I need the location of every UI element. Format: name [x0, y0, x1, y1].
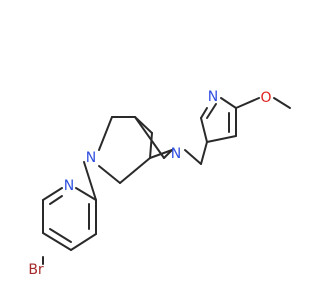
- bond: [98, 116, 113, 151]
- bond: [119, 157, 151, 184]
- atom-n-pyridine: N: [208, 89, 218, 105]
- bond: [98, 165, 121, 184]
- bond: [149, 149, 173, 159]
- bond: [134, 116, 165, 159]
- atom-br: Br: [28, 262, 44, 278]
- bond: [83, 161, 97, 201]
- bond: [206, 135, 237, 143]
- bond: [42, 232, 72, 251]
- bond: [220, 97, 237, 109]
- atom-n-amine: N: [171, 146, 181, 162]
- bond: [235, 97, 260, 109]
- bond: [75, 187, 97, 201]
- bond: [200, 117, 208, 143]
- bond: [149, 132, 153, 159]
- diazabicyclo-cage: [98, 116, 173, 184]
- bond: [273, 97, 291, 109]
- atom-o: O: [260, 90, 271, 106]
- bond: [42, 187, 63, 201]
- bond: [200, 107, 208, 119]
- structure-canvas: Br N N N N O: [28, 89, 291, 278]
- molecule-structure: Br N N N N O: [28, 89, 291, 278]
- atom-n-pyridine: N: [64, 178, 74, 194]
- atom-n-amine: N: [86, 150, 96, 166]
- bond: [49, 228, 72, 243]
- bond: [184, 149, 202, 165]
- bond: [206, 103, 217, 119]
- bond: [200, 141, 208, 165]
- bond: [70, 233, 97, 251]
- bromopyridine-ring: [42, 187, 97, 265]
- methoxypyridine-ring: [200, 97, 291, 165]
- bond: [49, 195, 63, 205]
